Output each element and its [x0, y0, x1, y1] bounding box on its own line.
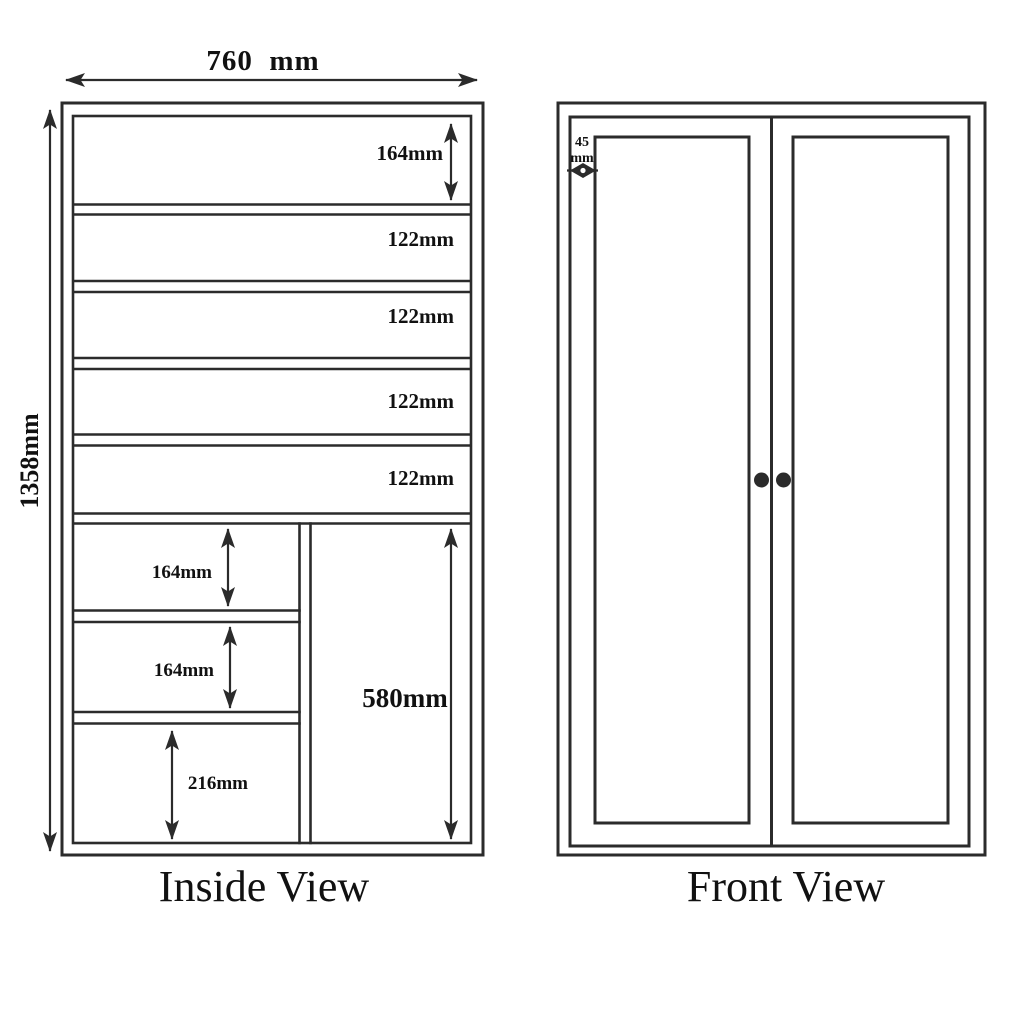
dim-bottom-left-2: 164mm	[154, 626, 237, 709]
bottom-divider	[298, 522, 312, 845]
dim-row-3-label: 122mm	[388, 389, 455, 413]
right-door-handle	[776, 472, 791, 488]
front-outer-carcass	[556, 101, 987, 857]
dim-bottom-left-2-label: 164mm	[154, 660, 214, 681]
bottom-left-shelf-2	[72, 710, 301, 725]
dim-bottom-left-1: 164mm	[152, 528, 235, 607]
hinge-callout: 45 mm	[567, 135, 598, 178]
hinge-offset-value: 45	[575, 135, 589, 150]
inside-outer-carcass	[60, 101, 485, 857]
shelf-3	[72, 356, 472, 371]
left-door-handle	[754, 472, 769, 488]
dim-row-2-label: 122mm	[388, 304, 455, 328]
dim-overall-width-label: 760 mm	[206, 45, 319, 77]
dim-bottom-left-3-label: 216mm	[188, 773, 248, 794]
dim-overall-width: 760 mm	[65, 45, 478, 87]
front-view-caption: Front View	[687, 862, 885, 911]
shelf-4	[72, 433, 472, 447]
front-door-frame	[568, 115, 971, 848]
shelf-5	[72, 512, 472, 525]
dim-right-column: 580mm	[362, 528, 458, 840]
shelf-1	[72, 203, 472, 216]
dim-bottom-left-1-label: 164mm	[152, 562, 212, 583]
inside-view-caption: Inside View	[159, 862, 370, 911]
dim-overall-height: 1358mm	[15, 109, 57, 852]
bottom-left-shelf-1	[72, 609, 301, 624]
inside-inner-carcass	[71, 114, 473, 845]
front-view: 45 mm Front View	[556, 101, 987, 911]
hinge-offset-unit: mm	[570, 151, 594, 166]
dim-bottom-left-3: 216mm	[165, 730, 248, 840]
shelf-2	[72, 279, 472, 294]
left-door-panel	[593, 135, 751, 825]
dim-row-1-label: 122mm	[388, 227, 455, 251]
right-door-panel	[791, 135, 950, 825]
dim-top-shelf: 164mm	[377, 123, 458, 201]
inside-view: 760 mm 1358mm 164mm 122mm 122mm 122mm 12…	[15, 45, 485, 911]
dim-right-column-label: 580mm	[362, 683, 448, 713]
hinge-pin	[580, 167, 586, 174]
dim-top-shelf-label: 164mm	[377, 141, 444, 165]
dim-overall-height-label: 1358mm	[15, 413, 44, 509]
dim-row-4-label: 122mm	[388, 466, 455, 490]
